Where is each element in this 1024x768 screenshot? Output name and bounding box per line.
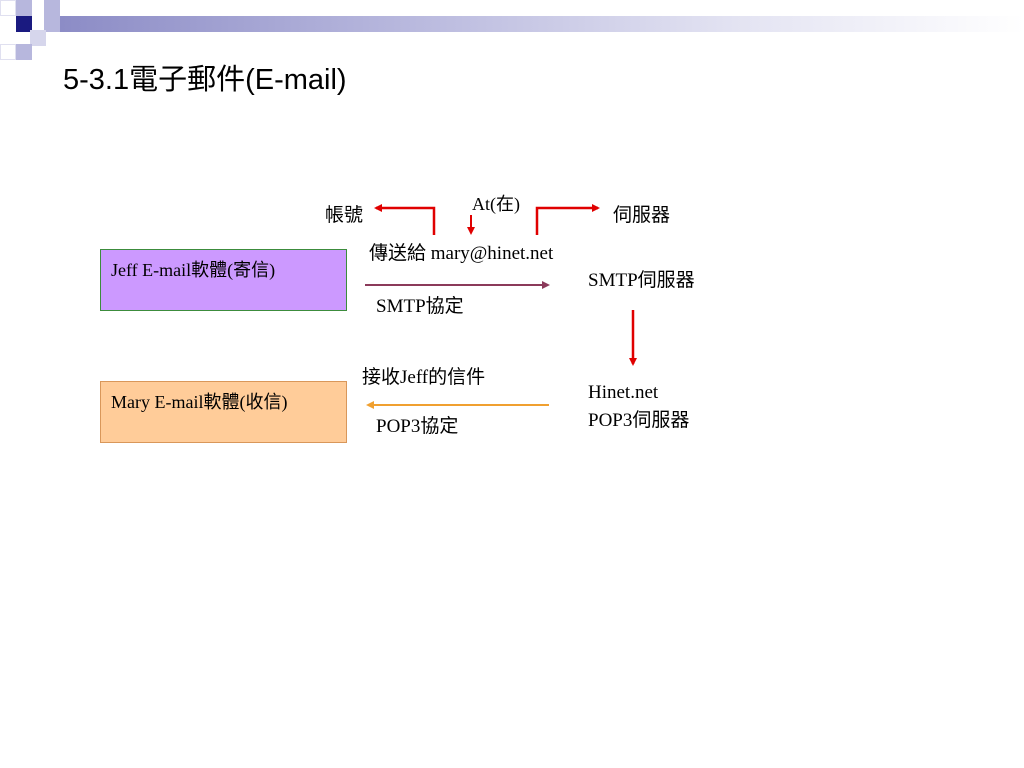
header-gradient-bar — [60, 16, 1024, 32]
deco-square — [16, 16, 32, 32]
label-account: 帳號 — [325, 205, 364, 226]
deco-square — [0, 44, 16, 60]
mary-email-client-box: Mary E-mail軟體(收信) — [100, 381, 347, 443]
deco-square — [16, 44, 32, 60]
deco-square — [44, 16, 60, 32]
deco-square — [16, 0, 32, 16]
deco-square — [30, 30, 46, 46]
label-server: 伺服器 — [613, 205, 671, 226]
deco-square — [0, 0, 16, 16]
label-smtp-server: SMTP伺服器 — [588, 270, 695, 291]
slide-title: 5-3.1電子郵件(E-mail) — [63, 64, 347, 96]
arrow-to-server — [535, 204, 600, 235]
label-hinet: Hinet.net — [588, 382, 659, 403]
label-pop3-server: POP3伺服器 — [588, 410, 690, 431]
jeff-email-client-label: Jeff E-mail軟體(寄信) — [111, 260, 276, 280]
label-at: At(在) — [472, 194, 520, 214]
arrow-to-account — [374, 204, 436, 235]
label-receive-mail: 接收Jeff的信件 — [362, 367, 486, 388]
mary-email-client-label: Mary E-mail軟體(收信) — [111, 392, 288, 412]
jeff-email-client-box: Jeff E-mail軟體(寄信) — [100, 249, 347, 311]
label-smtp-protocol: SMTP協定 — [376, 296, 464, 317]
label-pop3-protocol: POP3協定 — [376, 416, 459, 437]
deco-square — [44, 0, 60, 16]
label-send-to: 傳送給 mary@hinet.net — [369, 243, 554, 264]
